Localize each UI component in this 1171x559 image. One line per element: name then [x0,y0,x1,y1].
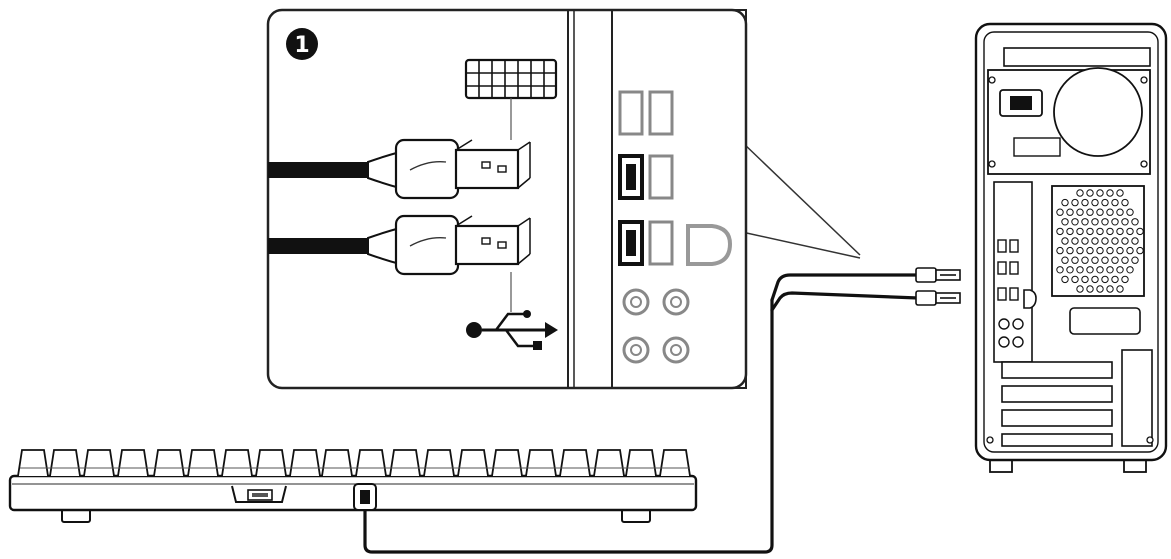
fan-grille-hole [1111,237,1119,245]
fan-grille-hole [1066,227,1074,236]
zoom-callout-lines [741,141,861,259]
fan-grille-hole [1091,218,1099,226]
io-plate-ports [618,90,733,364]
fan-grille-hole [1111,218,1119,226]
fan-grille-hole [1116,227,1124,236]
fan-grille-hole [1101,218,1109,226]
step-badge: 1 [286,28,318,60]
keyboard-side-view [8,449,698,523]
fan-grille-hole [1086,246,1094,255]
fan-grille-hole [1081,218,1089,226]
fan-grille-hole [1131,256,1139,264]
fan-grille-hole [1061,218,1069,226]
fan-grille-hole [1106,227,1114,236]
fan-grille-hole [1101,198,1109,207]
fan-grille-hole [1056,246,1064,255]
fan-grille-hole [1126,208,1134,216]
fan-grille-hole [1131,218,1139,226]
fan-grille-hole [1111,275,1119,284]
fan-grille-hole [1086,227,1094,236]
fan-grille-hole [1106,189,1114,197]
fan-grille-hole [1126,227,1134,236]
fan-grille-hole [1056,266,1064,274]
fan-grille-hole [1056,227,1064,236]
fan-grille-hole [1061,275,1069,284]
fan-grille-hole [1081,237,1089,245]
fan-grille-hole [1076,285,1084,293]
fan-grille-hole [1096,285,1104,293]
fan-grille-hole [1081,275,1089,284]
fan-grille-hole [1126,266,1134,274]
passthrough-usb-cable-large [268,214,531,276]
fan-grille-hole [1116,189,1124,197]
fan-grille-hole [1086,208,1094,216]
keyboard-cable [363,273,920,554]
fan-grille-hole [1121,256,1129,264]
fan-grille-hole [1096,208,1104,216]
fan-grille-hole [1081,198,1089,207]
fan-grille-hole [1111,256,1119,264]
fan-grille-hole [1061,256,1069,264]
fan-grille-hole [1076,208,1084,216]
fan-grille-hole [1126,246,1134,255]
fan-grille-hole [1106,285,1114,293]
usb-plug-small-top [915,267,961,283]
fan-grille-hole [1091,237,1099,245]
fan-grille-hole [1086,266,1094,274]
fan-grille-hole [1136,227,1144,236]
fan-grille-hole [1056,208,1064,216]
fan-grille-hole [1076,189,1084,197]
pc-tower [974,22,1168,473]
fan-grille-hole [1086,285,1094,293]
fan-grille-hole [1116,266,1124,274]
fan-grille-hole [1101,256,1109,264]
fan-grille-hole [1106,266,1114,274]
fan-grille-hole [1121,237,1129,245]
fan-grille-hole [1066,208,1074,216]
fan-grille-hole [1071,218,1079,226]
fan-grille-hole [1076,246,1084,255]
fan-grille-hole [1096,266,1104,274]
keyboard-icon [464,58,558,100]
fan-grille-hole [1121,198,1129,207]
fan-grille-hole [1101,237,1109,245]
fan-grille-hole [1066,266,1074,274]
fan-grille-hole [1121,275,1129,284]
fan-grille-hole [1066,246,1074,255]
fan-grille-hole [1071,237,1079,245]
fan-grille-hole [1086,189,1094,197]
fan-grille-hole [1071,198,1079,207]
usb-icon [466,310,558,350]
fan-grille-hole [1131,237,1139,245]
keyboard-usb-cable-large [268,138,531,200]
usb-plug-small-bottom [915,290,961,306]
fan-grille-hole [1076,227,1084,236]
fan-grille-hole [1091,275,1099,284]
fan-grille-hole [1136,246,1144,255]
fan-grille-hole [1071,275,1079,284]
fan-grille-hole [1121,218,1129,226]
fan-grille-hole [1091,198,1099,207]
fan-grille-hole [1061,198,1069,207]
fan-grille-hole [1096,227,1104,236]
fan-grille-hole [1111,198,1119,207]
fan-grille-hole [1116,208,1124,216]
fan-grille-hole [1081,256,1089,264]
fan-grille-hole [1061,237,1069,245]
fan-grille-hole [1091,256,1099,264]
fan-grille-hole [1071,256,1079,264]
step-badge-number: 1 [294,33,309,58]
fan-grille-hole [1096,246,1104,255]
fan-grille-hole [1096,189,1104,197]
fan-grille-hole [1076,266,1084,274]
fan-grille-hole [1116,246,1124,255]
fan-grille-hole [1101,275,1109,284]
fan-grille-hole [1106,246,1114,255]
fan-grille-hole [1116,285,1124,293]
fan-grille-hole [1106,208,1114,216]
